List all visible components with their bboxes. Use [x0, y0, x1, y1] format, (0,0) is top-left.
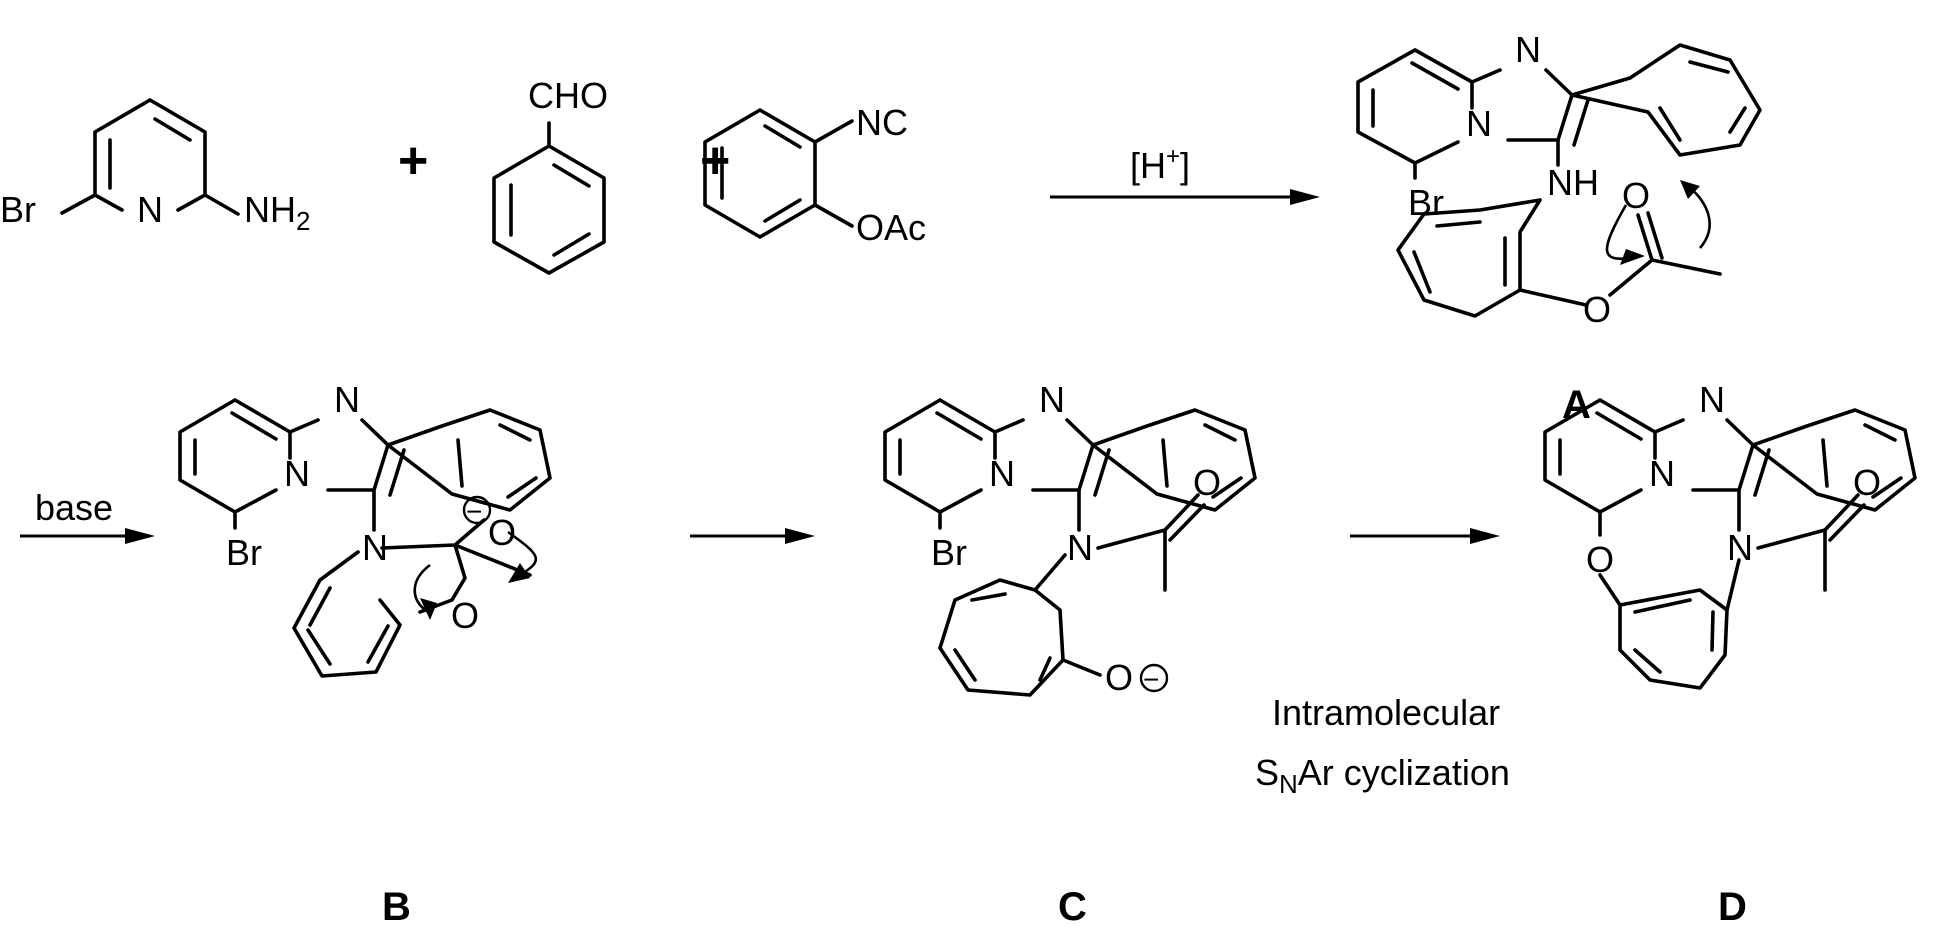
bromo-atom: Br — [931, 532, 967, 573]
aldehyde-cho: CHO — [528, 75, 608, 116]
compound-D: N N O N O D — [1543, 379, 1917, 929]
carbonyl-oxygen: O — [1853, 462, 1881, 503]
imidazole-nitrogen: N — [1515, 29, 1541, 70]
bromo-atom: Br — [1408, 182, 1444, 223]
arrow-acid: [H+] — [1050, 143, 1320, 205]
snar-label: SNAr cyclization — [1255, 752, 1510, 799]
bromopyridine-amine: Br N NH2 — [0, 98, 310, 236]
isocyanophenyl-acetate: NC OAc — [703, 102, 926, 248]
bromo-atom: Br — [0, 189, 36, 230]
amine-nh: NH — [1547, 162, 1599, 203]
intramolecular-label: Intramolecular — [1272, 692, 1500, 733]
ring-oxygen: O — [451, 595, 479, 636]
compound-label-B: B — [382, 885, 411, 929]
anion-charge: − — [1143, 664, 1159, 695]
amine-nh: NH2 — [244, 189, 310, 236]
bridgehead-nitrogen: N — [284, 453, 310, 494]
imidazole-nitrogen: N — [1699, 379, 1725, 420]
compound-C: N N Br N O O − C — [883, 379, 1257, 929]
benzaldehyde: CHO — [492, 75, 608, 275]
compound-A: N N Br NH O O A — [1356, 29, 1762, 427]
amide-nitrogen: N — [1727, 527, 1753, 568]
amide-nitrogen: N — [362, 527, 388, 568]
bromo-atom: Br — [226, 532, 262, 573]
acetoxy-oac: OAc — [856, 207, 926, 248]
compound-B: − N N Br N O O B — [178, 379, 552, 929]
bridgehead-nitrogen: N — [1466, 103, 1492, 144]
acid-catalyst-label: [H+] — [1130, 143, 1190, 186]
amide-nitrogen: N — [1067, 527, 1093, 568]
arrow-step3 — [690, 528, 815, 544]
compound-label-D: D — [1718, 885, 1747, 929]
arrow-base: base — [20, 487, 155, 544]
anion-charge: − — [466, 496, 482, 527]
imidazole-nitrogen: N — [1039, 379, 1065, 420]
bridgehead-nitrogen: N — [989, 453, 1015, 494]
imidazole-nitrogen: N — [334, 379, 360, 420]
bridgehead-nitrogen: N — [1649, 453, 1675, 494]
carbonyl-oxygen: O — [1193, 462, 1221, 503]
compound-label-C: C — [1058, 885, 1087, 929]
carbonyl-oxygen: O — [1622, 175, 1650, 216]
bridging-oxygen: O — [1586, 539, 1614, 580]
ester-oxygen: O — [1583, 289, 1611, 330]
isocyanide-nc: NC — [856, 102, 908, 143]
pyridine-nitrogen: N — [137, 189, 163, 230]
arrow-snar: Intramolecular SNAr cyclization — [1255, 528, 1510, 799]
phenoxide-oxygen: O — [1105, 657, 1133, 698]
base-label: base — [35, 487, 113, 528]
plus-sign-1: + — [398, 132, 428, 190]
alkoxide-oxygen: O — [488, 512, 516, 553]
